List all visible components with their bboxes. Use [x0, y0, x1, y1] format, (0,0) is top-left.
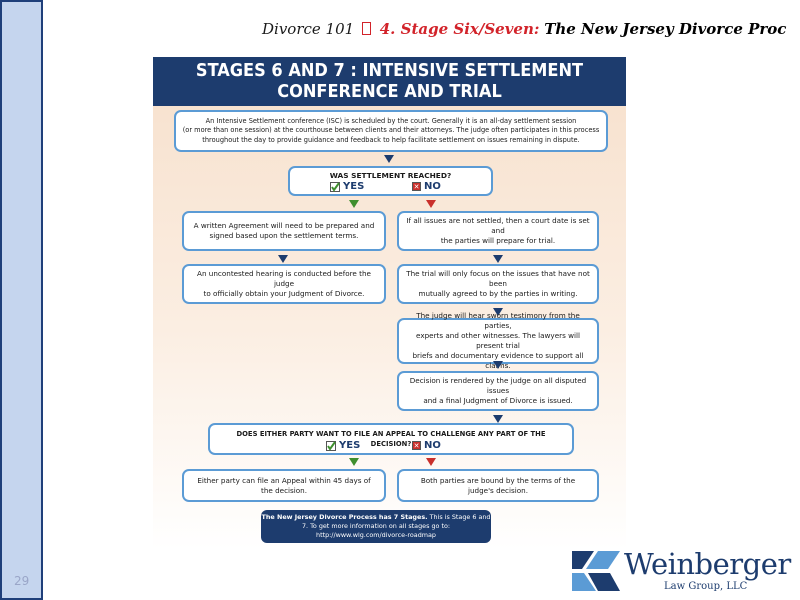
agreement-box: A written Agreement will need to be prep…: [182, 211, 386, 251]
settlement-question: WAS SETTLEMENT REACHED?: [329, 171, 452, 180]
agreement-line: signed based upon the settlement terms.: [209, 231, 359, 240]
trial-focus-line: The trial will only focus on the issues …: [406, 269, 590, 288]
hearing-line: An uncontested hearing is conducted befo…: [197, 269, 371, 288]
trial-focus-box: The trial will only focus on the issues …: [397, 264, 599, 304]
not-settled-box: If all issues are not settled, then a co…: [397, 211, 599, 251]
not-settled-line: If all issues are not settled, then a co…: [406, 216, 590, 235]
testimony-line: experts and other witnesses. The lawyers…: [416, 331, 580, 350]
testimony-box: The judge will hear sworn testimony from…: [397, 311, 599, 370]
arrow-yes-icon: [349, 458, 359, 466]
banner-line: STAGES 6 AND 7 : INTENSIVE SETTLEMENT: [195, 60, 584, 81]
decision-line: and a final Judgment of Divorce is issue…: [423, 396, 573, 405]
appeal-question-box: DOES EITHER PARTY WANT TO FILE AN APPEAL…: [208, 423, 574, 455]
summary-link[interactable]: go to: http://www.wlg.com/divorce-roadma…: [316, 522, 451, 539]
intro-line: throughout the day to provide guidance a…: [202, 135, 580, 144]
trial-focus-line: mutually agreed to by the parties in wri…: [418, 289, 578, 298]
yes-label-1: YES: [330, 181, 364, 192]
not-settled-line: the parties will prepare for trial.: [440, 236, 556, 245]
intro-line: (or more than one session) at the courth…: [182, 126, 600, 135]
appeal-yes-line: the decision.: [261, 485, 307, 495]
arrow-no-icon: [426, 200, 436, 208]
logo-subtitle: Law Group, LLC: [664, 581, 748, 592]
appeal-yes-box: Either party can file an Appeal within 4…: [182, 469, 386, 502]
separator-box-icon: [361, 22, 371, 35]
arrow-yes-icon: [349, 200, 359, 208]
appeal-yes-line: Either party can file an Appeal within 4…: [197, 475, 371, 485]
page-number: 29: [14, 574, 30, 588]
arrow-down-icon: [493, 308, 503, 316]
logo-name: Weinberger: [624, 547, 791, 581]
settlement-question-box: WAS SETTLEMENT REACHED?: [288, 166, 493, 196]
x-icon: ✕: [412, 182, 421, 191]
appeal-no-line: Both parties are bound by the terms of t…: [420, 475, 576, 485]
arrow-down-icon: [384, 155, 394, 163]
header-prefix: Divorce 101: [262, 20, 355, 38]
banner-line: CONFERENCE AND TRIAL: [277, 81, 502, 102]
side-bar: [0, 0, 43, 600]
decision-line: Decision is rendered by the judge on all…: [409, 376, 587, 395]
intro-line: An Intensive Settlement conference (ISC)…: [205, 116, 577, 125]
arrow-down-icon: [493, 255, 503, 263]
summary-line: The New Jersey Divorce Process has 7 Sta…: [261, 513, 428, 521]
weinberger-logo: Weinberger Law Group, LLC: [572, 547, 791, 595]
summary-line: This is Stage 6 and 7. To get more infor…: [301, 513, 491, 530]
logo-mark-icon: [572, 551, 620, 591]
hearing-line: to officially obtain your Judgment of Di…: [203, 289, 365, 298]
no-label-1: ✕ NO: [412, 181, 441, 192]
arrow-no-icon: [426, 458, 436, 466]
appeal-no-box: Both parties are bound by the terms of t…: [397, 469, 599, 502]
arrow-down-icon: [493, 361, 503, 369]
uncontested-hearing-box: An uncontested hearing is conducted befo…: [182, 264, 386, 304]
no-label-2: ✕ NO: [412, 440, 441, 451]
slide-header: Divorce 101 4. Stage Six/Seven: The New …: [262, 20, 786, 38]
agreement-line: A written Agreement will need to be prep…: [193, 221, 375, 230]
appeal-no-line: judge's decision.: [467, 485, 528, 495]
yes-label-2: YES: [326, 440, 360, 451]
header-process: The New Jersey Divorce Proc: [544, 20, 787, 38]
header-stage: 4. Stage Six/Seven:: [379, 20, 540, 38]
intro-box: An Intensive Settlement conference (ISC)…: [174, 110, 608, 152]
check-icon: [326, 440, 336, 451]
process-summary-box: The New Jersey Divorce Process has 7 Sta…: [261, 510, 491, 543]
diagram-banner: STAGES 6 AND 7 : INTENSIVE SETTLEMENT CO…: [153, 57, 626, 106]
decision-box: Decision is rendered by the judge on all…: [397, 371, 599, 411]
testimony-line: The judge will hear sworn testimony from…: [416, 311, 580, 330]
arrow-down-icon: [493, 415, 503, 423]
x-icon: ✕: [412, 441, 421, 450]
check-icon: [330, 181, 340, 192]
arrow-down-icon: [278, 255, 288, 263]
appeal-question: DOES EITHER PARTY WANT TO FILE AN APPEAL…: [236, 430, 546, 448]
stages-diagram: STAGES 6 AND 7 : INTENSIVE SETTLEMENT CO…: [153, 57, 626, 550]
